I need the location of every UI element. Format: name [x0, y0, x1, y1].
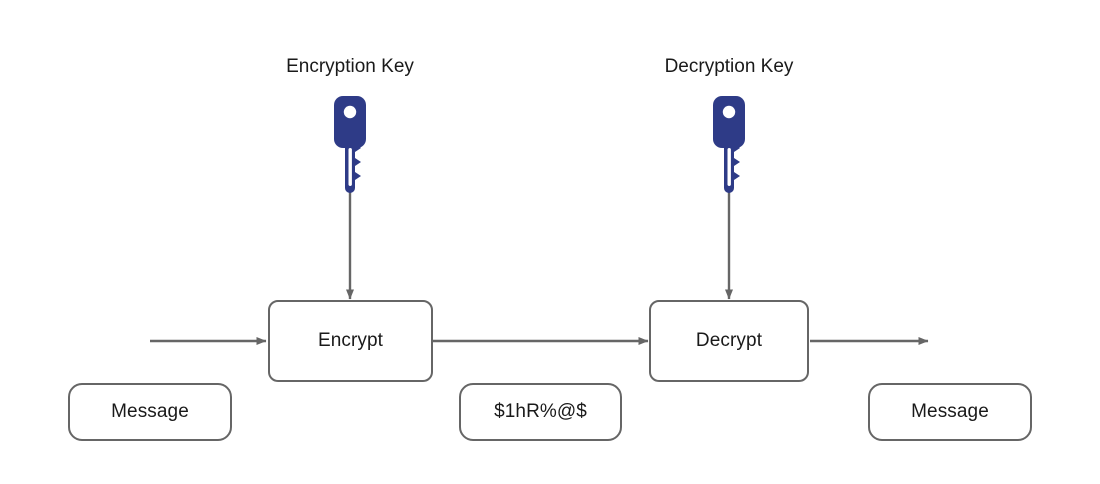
decryption-key-label: Decryption Key — [664, 56, 794, 77]
message-input-node[interactable]: Message — [68, 383, 232, 441]
encryption-key-icon — [334, 96, 366, 193]
ciphertext-node[interactable]: $1hR%@$ — [459, 383, 622, 441]
message-output-node[interactable]: Message — [868, 383, 1032, 441]
encrypt-node[interactable]: Encrypt — [268, 300, 433, 382]
encryption-key-label: Encryption Key — [286, 56, 414, 77]
decryption-key-icon — [713, 96, 745, 193]
decrypt-node[interactable]: Decrypt — [649, 300, 809, 382]
